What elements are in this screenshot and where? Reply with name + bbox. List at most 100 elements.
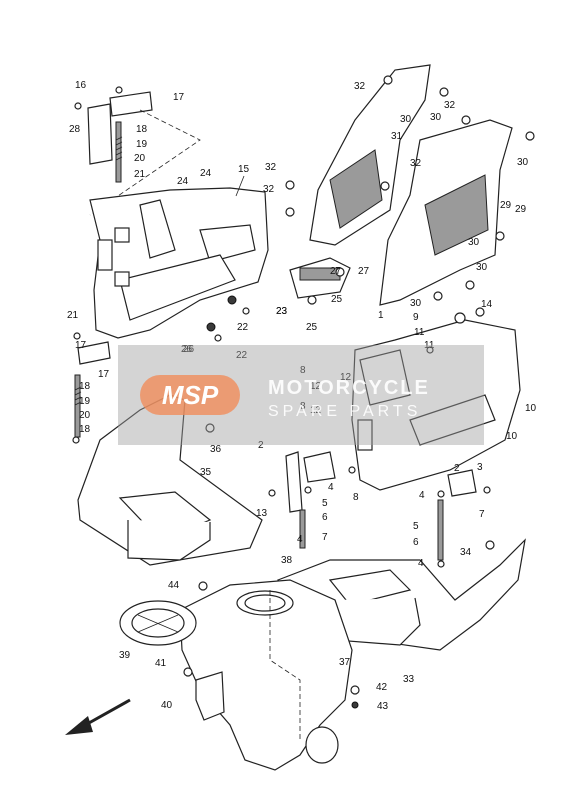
callout-number: 17 [173, 92, 185, 103]
center-bracket [206, 257, 351, 342]
callout-number: 2 [258, 440, 264, 451]
callout-number: 7 [479, 509, 485, 520]
callout-number: 30 [400, 114, 412, 125]
hinge-bracket-upper [74, 86, 201, 216]
side-cover-upper [309, 64, 431, 246]
callout-number: 33 [403, 674, 415, 685]
callout-number: 24 [200, 168, 212, 179]
callout-number: 12 [340, 372, 352, 383]
callout-number: 12 [310, 405, 322, 416]
callout-number: 36 [210, 444, 222, 455]
callout-number: 17 [75, 340, 87, 351]
callout-number: 42 [376, 682, 388, 693]
fuel-tank [179, 579, 353, 771]
callout-number: 19 [136, 139, 148, 150]
callout-number: 26 [181, 344, 193, 355]
callout-number: 6 [322, 512, 328, 523]
callout-number: 11 [424, 340, 435, 351]
callout-number: 10 [506, 431, 518, 442]
callout-number: 9 [413, 312, 419, 323]
callout-number: 16 [75, 80, 87, 91]
callout-number: 2 [454, 463, 460, 474]
callout-number: 8 [300, 365, 306, 376]
callout-number: 27 [330, 266, 342, 277]
callout-number: 22 [236, 350, 248, 361]
callout-number: 32 [265, 162, 277, 173]
callout-number: 17 [98, 369, 110, 380]
callout-number: 5 [413, 521, 419, 532]
callout-number: 31 [391, 131, 403, 142]
callout-number: 34 [460, 547, 472, 558]
watermark-logo: MSP [140, 375, 240, 415]
callout-number: 18 [79, 424, 91, 435]
latch-assembly-center [268, 451, 356, 549]
callout-number: 14 [481, 299, 493, 310]
callout-number: 37 [339, 657, 351, 668]
callout-number: 23 [276, 306, 288, 317]
filter-lid [119, 600, 197, 646]
callout-number: 32 [444, 100, 456, 111]
callout-number: 5 [322, 498, 328, 509]
hinge-bracket-lower [72, 332, 111, 444]
callout-number: 25 [331, 294, 343, 305]
tank-bracket [183, 581, 225, 721]
callout-labels: 1234567891011121314151617181920212223242… [67, 80, 537, 712]
callout-number: 12 [310, 381, 322, 392]
callout-number: 18 [79, 381, 91, 392]
watermark: MSP MOTORCYCLE SPARE PARTS [118, 345, 484, 445]
callout-number: 43 [377, 701, 389, 712]
callout-number: 1 [378, 310, 384, 321]
callout-number: 18 [136, 124, 148, 135]
callout-number: 29 [515, 204, 527, 215]
callout-number: 21 [67, 310, 79, 321]
callout-number: 10 [525, 403, 537, 414]
callout-number: 19 [79, 396, 91, 407]
callout-number: 38 [281, 555, 293, 566]
callout-number: 3 [477, 462, 483, 473]
callout-number: 24 [177, 176, 189, 187]
callout-number: 41 [155, 658, 167, 669]
callout-number: 25 [306, 322, 318, 333]
callout-number: 20 [79, 410, 91, 421]
callout-number: 7 [322, 532, 328, 543]
callout-number: 29 [500, 200, 512, 211]
latch-assembly-right [437, 469, 491, 568]
callout-number: 30 [410, 298, 422, 309]
callout-number: 30 [468, 237, 480, 248]
callout-number: 39 [119, 650, 131, 661]
callout-number: 26 [183, 344, 195, 355]
side-panel-right [351, 307, 521, 491]
callout-number: 4 [419, 490, 425, 501]
footrest-left [77, 394, 263, 566]
callout-number: 6 [413, 537, 419, 548]
callout-number: 8 [300, 401, 306, 412]
callout-number: 30 [430, 112, 442, 123]
callout-number: 32 [263, 184, 275, 195]
callout-number: 4 [328, 482, 334, 493]
watermark-line-2: SPARE PARTS [268, 403, 422, 420]
callout-number: 22 [237, 322, 249, 333]
side-cover-right [379, 119, 513, 306]
callout-number: 32 [354, 81, 366, 92]
bolts-lower [350, 685, 360, 709]
callout-number: 44 [168, 580, 180, 591]
callout-number: 35 [200, 467, 212, 478]
fasteners-upper-right [285, 75, 535, 301]
callout-number: 21 [134, 169, 146, 180]
callout-number: 8 [353, 492, 359, 503]
callout-number: 30 [476, 262, 488, 273]
callout-number: 28 [69, 124, 81, 135]
callout-number: 4 [297, 534, 303, 545]
watermark-line-1: MOTORCYCLE [268, 377, 430, 399]
callout-number: 11 [414, 327, 425, 338]
front-direction-arrow [65, 698, 131, 735]
callout-number: 27 [358, 266, 370, 277]
callout-number: 13 [256, 508, 268, 519]
callout-number: 15 [238, 164, 250, 175]
callout-number: 30 [517, 157, 529, 168]
callout-number: 32 [410, 158, 422, 169]
callout-number: 4 [418, 558, 424, 569]
side-panel-left [89, 175, 269, 339]
callout-number: 20 [134, 153, 146, 164]
